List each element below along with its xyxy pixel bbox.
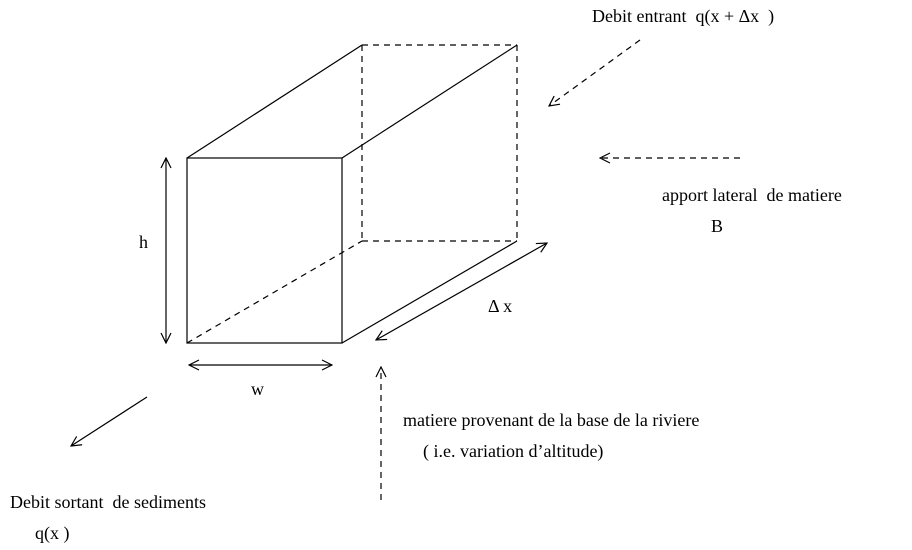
outflow-arrow [71,396,148,446]
bed-input-label: matiere provenant de la base de la rivie… [403,410,700,430]
box-front-face [186,157,343,344]
box-top-left-edge [186,44,363,159]
box-bottom-right-edge [341,240,518,344]
inflow-arrow [549,39,641,106]
outflow-label: Debit sortant de sediments [10,492,206,512]
outflow-formula: q(x ) [35,523,70,543]
delta-x-label: Δ x [488,296,513,316]
lateral-input-symbol: B [711,216,724,236]
box-top-right-edge [341,44,518,159]
height-label: h [139,232,148,252]
lateral-input-label: apport lateral de matiere [662,185,842,205]
box-bottom-left-hidden-edge [186,240,363,344]
inflow-label: Debit entrant q(x + Δx ) [592,6,775,26]
bed-input-note: ( i.e. variation d’altitude) [423,441,604,461]
width-label: w [251,379,264,399]
delta-x-dimension-arrow [376,243,547,340]
